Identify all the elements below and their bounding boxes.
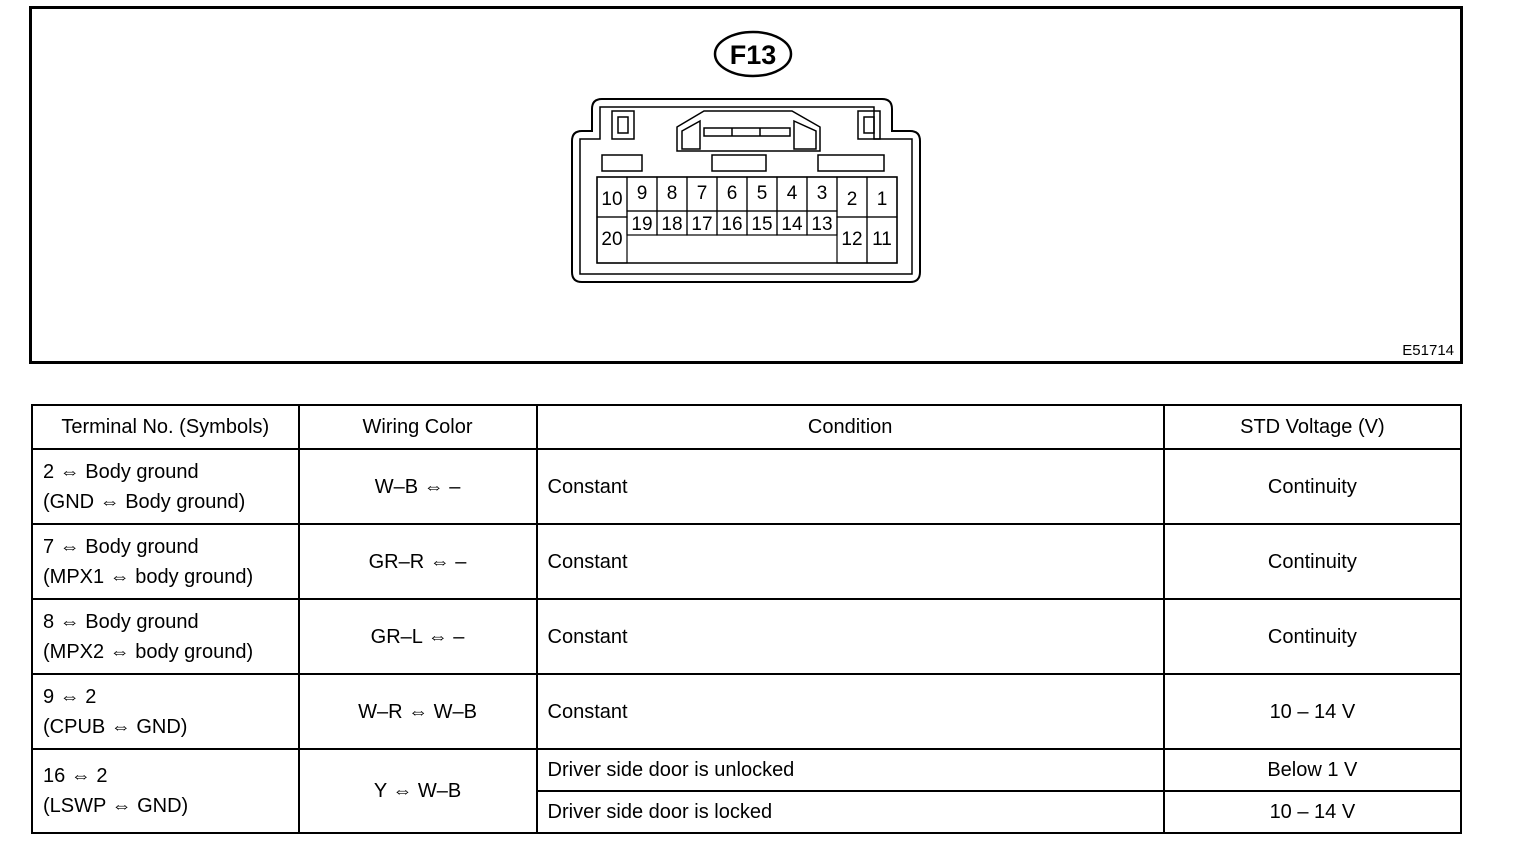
table-row: 16 ⇔ 2 (LSWP ⇔ GND) Y ⇔ W–B Driver side … bbox=[31, 748, 1463, 834]
table-row: 9 ⇔ 2 (CPUB ⇔ GND) W–R ⇔ W–B Constant 10… bbox=[31, 673, 1463, 750]
terminal-number-11: 11 bbox=[872, 229, 892, 250]
terminal-symbols: (MPX1 ⇔ body ground) bbox=[43, 565, 254, 588]
wiring-color-cell: W–B ⇔ – bbox=[297, 448, 538, 525]
wiring-color-cell: W–R ⇔ W–B bbox=[297, 673, 538, 750]
header-terminal: Terminal No. (Symbols) bbox=[31, 404, 300, 450]
voltage-cell: Below 1 V bbox=[1162, 748, 1463, 792]
terminal-number-19: 19 bbox=[631, 214, 652, 235]
table-row: 2 ⇔ Body ground (GND ⇔ Body ground) W–B … bbox=[31, 448, 1463, 525]
terminal-number-9: 9 bbox=[637, 183, 648, 204]
terminal-number-4: 4 bbox=[787, 183, 798, 204]
terminal-number-2: 2 bbox=[847, 189, 858, 210]
terminal-number-13: 13 bbox=[811, 214, 832, 235]
center-lock-right-cap bbox=[793, 119, 817, 150]
terminal-symbols: (LSWP ⇔ GND) bbox=[43, 795, 189, 817]
terminal-pair: 16 ⇔ 2 bbox=[43, 765, 108, 787]
terminal-number-12: 12 bbox=[841, 229, 862, 250]
wiring-color-cell: Y ⇔ W–B bbox=[297, 748, 538, 834]
terminal-pair: 8 ⇔ Body ground bbox=[43, 610, 199, 633]
condition-cell: Driver side door is locked bbox=[535, 790, 1165, 834]
terminal-number-5: 5 bbox=[757, 183, 768, 204]
terminal-cell: 8 ⇔ Body ground (MPX2 ⇔ body ground) bbox=[31, 598, 300, 675]
terminal-pair: 2 ⇔ Body ground bbox=[43, 460, 199, 483]
table-row: Driver side door is locked 10 – 14 V bbox=[32, 790, 1463, 834]
terminal-symbols: (GND ⇔ Body ground) bbox=[43, 490, 246, 513]
terminal-spec-table: Terminal No. (Symbols) Wiring Color Cond… bbox=[31, 404, 1463, 834]
condition-cell: Constant bbox=[535, 598, 1165, 675]
terminal-cell: 9 ⇔ 2 (CPUB ⇔ GND) bbox=[31, 673, 300, 750]
terminal-number-10: 10 bbox=[601, 189, 622, 210]
header-wiring-color: Wiring Color bbox=[297, 404, 538, 450]
terminal-cell: 7 ⇔ Body ground (MPX1 ⇔ body ground) bbox=[31, 523, 300, 600]
connector-body-outline bbox=[571, 98, 921, 283]
center-lock-slot bbox=[703, 127, 791, 137]
terminal-number-20: 20 bbox=[601, 229, 622, 250]
terminal-symbols: (CPUB ⇔ GND) bbox=[43, 715, 188, 738]
condition-cell: Constant bbox=[535, 673, 1165, 750]
key-right bbox=[817, 154, 885, 172]
voltage-cell: Continuity bbox=[1162, 448, 1463, 525]
center-lock bbox=[676, 110, 821, 152]
figure-code: E51714 bbox=[1402, 342, 1454, 359]
terminal-number-6: 6 bbox=[727, 183, 738, 204]
terminal-pair: 7 ⇔ Body ground bbox=[43, 535, 199, 558]
header-std-voltage: STD Voltage (V) bbox=[1162, 404, 1463, 450]
terminal-number-17: 17 bbox=[691, 214, 712, 235]
connector-label-ellipse bbox=[713, 30, 793, 78]
terminal-number-3: 3 bbox=[817, 183, 828, 204]
voltage-cell: Continuity bbox=[1162, 598, 1463, 675]
wiring-color-cell: GR–L ⇔ – bbox=[297, 598, 538, 675]
center-lock-left-cap bbox=[681, 119, 701, 150]
terminal-pair: 9 ⇔ 2 bbox=[43, 685, 97, 708]
latch-right-outer bbox=[857, 110, 881, 140]
terminal-cell: 16 ⇔ 2 (LSWP ⇔ GND) bbox=[31, 748, 300, 834]
terminal-number-8: 8 bbox=[667, 183, 678, 204]
terminal-cell-20 bbox=[596, 216, 628, 264]
header-condition: Condition bbox=[535, 404, 1165, 450]
condition-cell: Constant bbox=[535, 448, 1165, 525]
terminal-cell-11 bbox=[866, 216, 898, 264]
table-header-row: Terminal No. (Symbols) Wiring Color Cond… bbox=[31, 404, 1463, 450]
terminal-number-15: 15 bbox=[751, 214, 772, 235]
key-center bbox=[711, 154, 767, 172]
table-row: 8 ⇔ Body ground (MPX2 ⇔ body ground) GR–… bbox=[31, 598, 1463, 675]
terminal-number-18: 18 bbox=[661, 214, 682, 235]
key-left bbox=[601, 154, 643, 172]
latch-left-outer bbox=[611, 110, 635, 140]
voltage-cell: Continuity bbox=[1162, 523, 1463, 600]
wiring-color-cell: GR–R ⇔ – bbox=[297, 523, 538, 600]
terminal-number-7: 7 bbox=[697, 183, 708, 204]
terminal-cell: 2 ⇔ Body ground (GND ⇔ Body ground) bbox=[31, 448, 300, 525]
terminal-number-14: 14 bbox=[781, 214, 803, 235]
condition-cell: Constant bbox=[535, 523, 1165, 600]
voltage-cell: 10 – 14 V bbox=[1162, 673, 1463, 750]
terminal-number-1: 1 bbox=[877, 189, 888, 210]
connector-label: F13 bbox=[730, 40, 777, 70]
condition-cell: Driver side door is unlocked bbox=[535, 748, 1165, 792]
latch-left-inner bbox=[617, 116, 629, 134]
table-row: 7 ⇔ Body ground (MPX1 ⇔ body ground) GR–… bbox=[31, 523, 1463, 600]
terminal-symbols: (MPX2 ⇔ body ground) bbox=[43, 640, 254, 663]
voltage-cell: 10 – 14 V bbox=[1162, 790, 1463, 834]
latch-right-inner bbox=[863, 116, 875, 134]
terminal-number-16: 16 bbox=[721, 214, 742, 235]
